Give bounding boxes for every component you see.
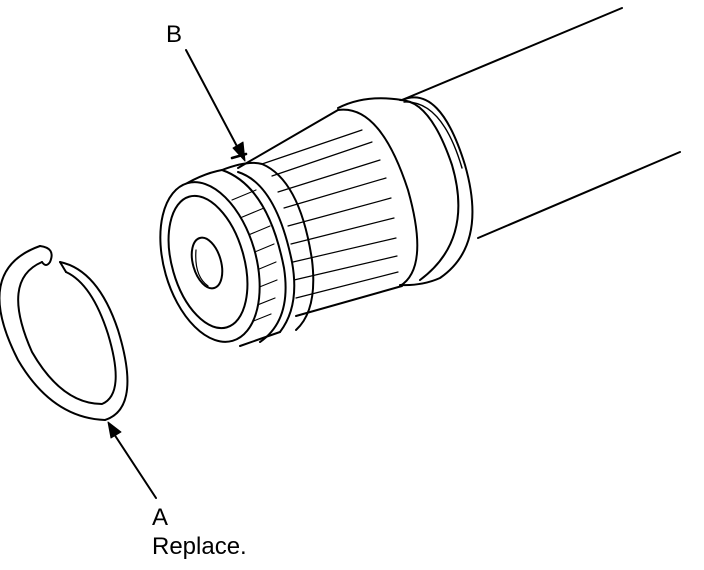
shaft-shoulder [337, 96, 474, 287]
leader-a [107, 421, 157, 499]
leader-b [185, 49, 246, 162]
callout-note-a: Replace. [152, 533, 247, 560]
shaft-body [401, 7, 681, 239]
callout-label-a: A [152, 504, 169, 531]
shaft-end [175, 169, 287, 347]
end-face [159, 181, 261, 343]
callout-label-b: B [166, 21, 183, 48]
arrowhead-icon [107, 421, 122, 439]
snap-ring [0, 245, 129, 421]
arrowhead-icon [232, 141, 246, 162]
